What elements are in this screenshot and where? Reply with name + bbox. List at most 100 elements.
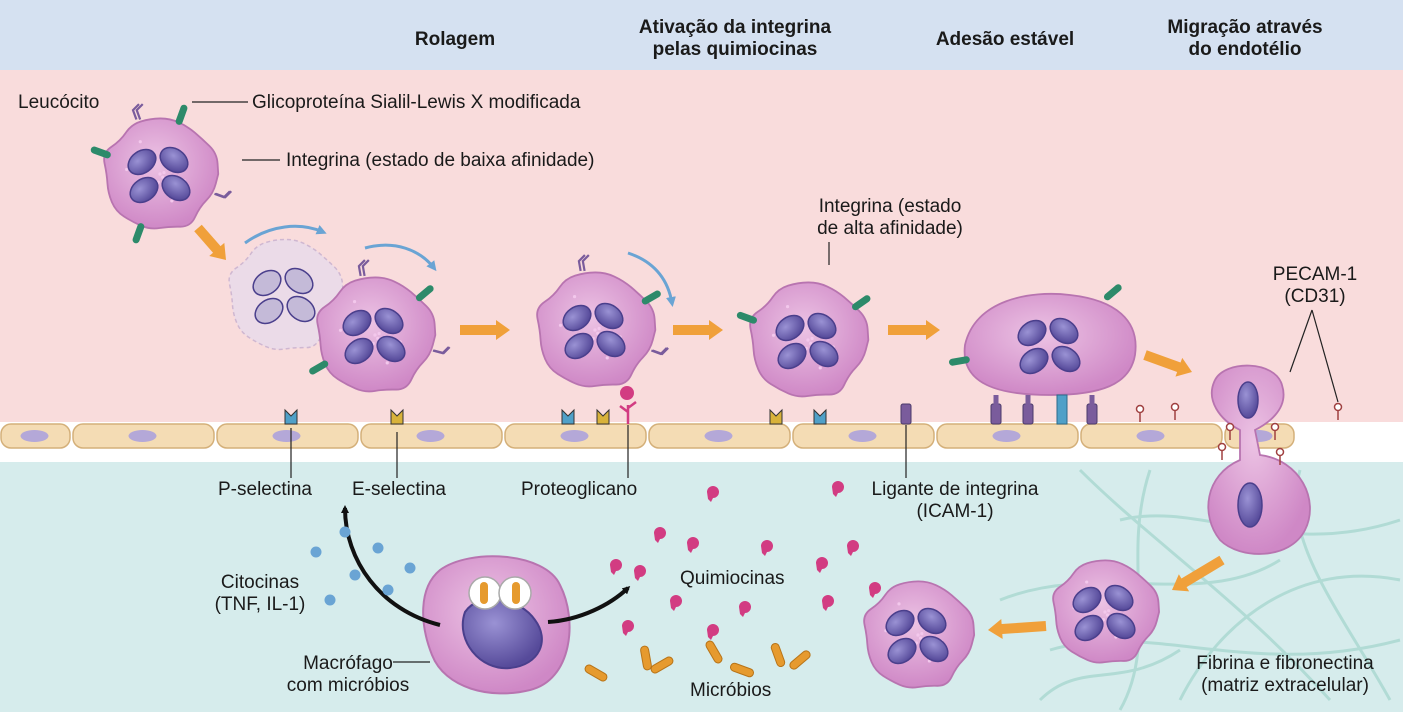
cytokine-arrow — [341, 505, 441, 627]
microbe — [584, 664, 608, 682]
microbe — [705, 640, 723, 664]
sialyl-lewis-glycoprotein — [852, 295, 871, 311]
e-selectin — [596, 408, 610, 425]
nucleus-lobe — [562, 304, 592, 332]
process-arrow-1 — [194, 224, 227, 261]
step-integrin-activation: Ativação da integrina pelas quimiocinas — [638, 17, 832, 60]
pecam-1 — [1333, 402, 1343, 412]
tissue-region — [0, 462, 1403, 712]
granule — [918, 636, 923, 640]
cytokine-dot — [404, 562, 416, 574]
label-p-selectin: P-selectina — [218, 479, 312, 500]
nucleus-lobe — [564, 332, 594, 360]
label-integrin-low: Integrina (estado de baixa afinidade) — [286, 150, 595, 171]
process-arrow-4 — [888, 320, 940, 340]
microbe — [640, 645, 652, 671]
nucleus-lobe — [777, 342, 807, 370]
granule — [338, 328, 343, 332]
leukocyte-activating — [536, 271, 657, 388]
granule — [916, 633, 920, 637]
leukocyte-migrating — [1052, 559, 1160, 664]
granule — [125, 167, 129, 172]
microbe — [650, 656, 674, 674]
cytokine-dot — [339, 526, 351, 538]
nucleus-lobe — [376, 335, 406, 363]
e-selectin — [769, 408, 783, 425]
endothelial-nucleus — [272, 430, 301, 442]
leukocyte-stable-adhesion — [963, 292, 1137, 396]
nucleus-lobe — [1106, 612, 1136, 640]
process-arrow-3 — [673, 320, 723, 340]
label-proteoglycan: Proteoglicano — [521, 479, 638, 500]
cytokine-dot — [310, 546, 322, 558]
sialyl-lewis-glycoprotein — [949, 356, 970, 366]
nucleus-lobe — [127, 148, 157, 176]
granule — [1105, 613, 1110, 617]
leukocyte-ghost — [228, 238, 344, 351]
chemokine — [847, 540, 859, 556]
sialyl-lewis-glycoprotein — [309, 360, 329, 375]
pecam-1 — [1170, 402, 1180, 412]
granule — [170, 199, 174, 203]
nucleus-lobe — [887, 637, 917, 665]
nucleus-lobe — [809, 340, 839, 368]
chemokine — [816, 557, 828, 573]
granule — [377, 331, 381, 336]
nucleus-lobe — [1049, 317, 1079, 345]
cytokine-dot — [372, 542, 384, 554]
nucleus-lobe — [374, 307, 404, 335]
pecam-1 — [1217, 442, 1227, 452]
nucleus-lobe — [1072, 586, 1102, 614]
label-microbes: Micróbios — [690, 680, 772, 701]
granule — [605, 356, 609, 360]
nucleus-lobe — [1074, 614, 1104, 642]
granule — [162, 170, 166, 175]
nucleus-lobe — [286, 295, 316, 323]
granule — [385, 361, 389, 365]
granule — [597, 326, 601, 331]
granule — [897, 602, 901, 606]
leukocyte-transmigrating — [1207, 364, 1311, 555]
icam-1 — [1086, 403, 1098, 425]
leukocyte-phagocytosing — [863, 580, 976, 689]
integrin-low-affinity — [357, 259, 370, 277]
label-chemokines: Quimiocinas — [680, 568, 785, 589]
p-selectin — [1056, 394, 1068, 425]
integrin-low-affinity — [214, 190, 233, 199]
granule — [376, 336, 380, 340]
step-rolling: Rolagem — [414, 29, 496, 50]
nucleus-lobe — [284, 267, 314, 295]
pecam-1 — [1135, 404, 1145, 414]
step-transmigration: Migração através do endotélio — [1167, 17, 1323, 60]
step-stable-adhesion: Adesão estável — [935, 29, 1075, 50]
label-e-selectin: E-selectina — [352, 479, 446, 500]
chemokine — [654, 527, 666, 543]
macrophage — [422, 555, 571, 695]
microbe — [729, 662, 755, 678]
proteoglycan — [619, 401, 637, 424]
chemokine — [670, 595, 682, 611]
label-leukocyte: Leucócito — [18, 92, 100, 113]
nucleus-lobe — [1051, 345, 1081, 373]
granule — [158, 172, 162, 176]
label-integrin-ligand: Ligante de integrina (ICAM-1) — [871, 479, 1039, 522]
rolling-arrow-3 — [627, 251, 676, 307]
icam-1 — [900, 403, 912, 425]
granule — [818, 366, 822, 370]
sialyl-lewis-glycoprotein — [736, 311, 757, 324]
nucleus-lobe — [159, 146, 189, 174]
icam-1 — [990, 403, 1002, 425]
leukocyte-rolling — [316, 276, 437, 393]
e-selectin — [390, 408, 404, 425]
sialyl-lewis-glycoprotein — [90, 146, 111, 159]
label-cytokines: Citocinas (TNF, IL-1) — [214, 572, 306, 615]
nucleus-lobe — [344, 337, 374, 365]
process-arrow-5 — [1143, 350, 1193, 377]
integrin-low-affinity — [131, 103, 144, 120]
rolling-arrow-2 — [364, 243, 437, 272]
granule — [920, 632, 924, 636]
granule — [161, 175, 165, 179]
nucleus-lobe — [885, 609, 915, 637]
